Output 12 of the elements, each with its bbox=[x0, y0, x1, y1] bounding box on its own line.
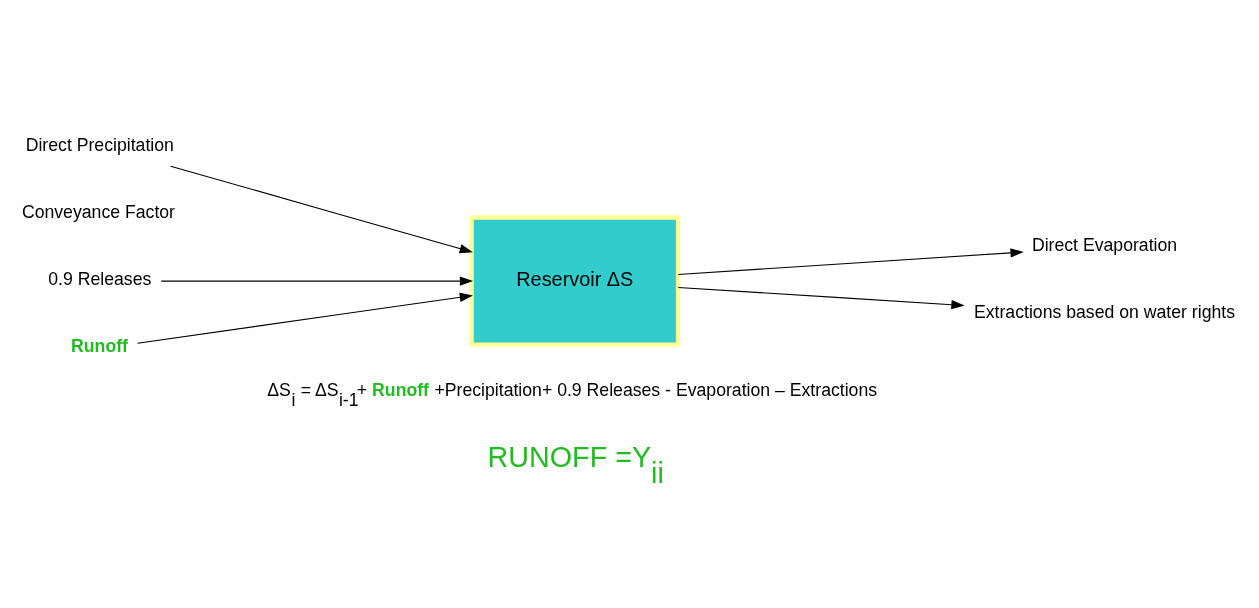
node-text: Direct Precipitation bbox=[25, 134, 174, 155]
arrow bbox=[170, 165, 473, 254]
node-text: Direct Evaporation bbox=[1031, 235, 1178, 256]
node-text: Runoff bbox=[71, 335, 128, 356]
arrow bbox=[160, 276, 474, 286]
arrow bbox=[137, 292, 473, 344]
arrow bbox=[677, 286, 965, 310]
node-text: 0.9 Releases bbox=[48, 269, 152, 290]
node-text: Extractions based on water rights bbox=[973, 302, 1236, 323]
arrow bbox=[677, 248, 1024, 275]
label: Conveyance Factor bbox=[21, 201, 176, 222]
node-box: Reservoir ΔS bbox=[469, 215, 681, 347]
